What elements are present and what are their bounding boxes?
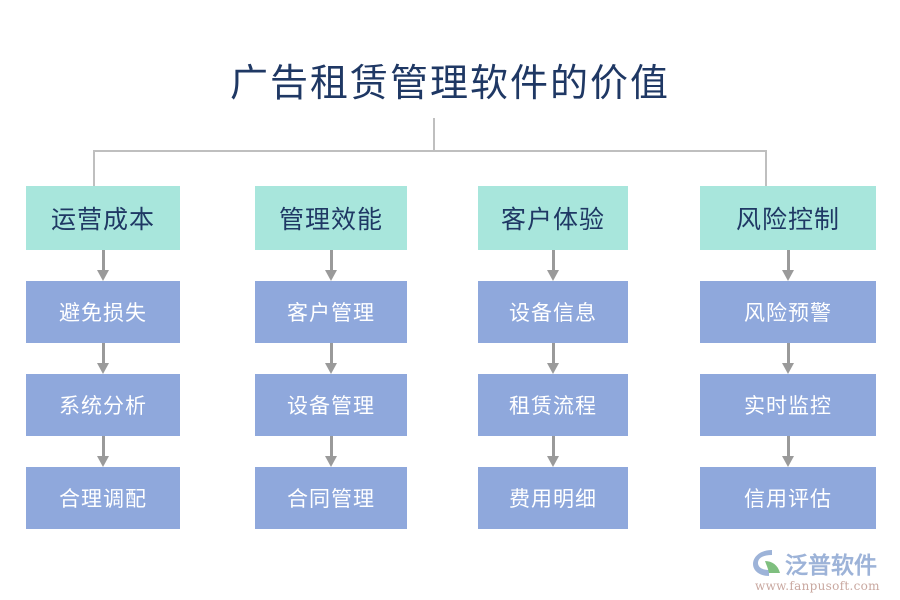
column-2-node-3[interactable]: 合同管理 <box>255 467 407 529</box>
arrow-head-icon <box>325 363 337 374</box>
arrow-column-4-1 <box>700 250 876 281</box>
column-3-node-2[interactable]: 租赁流程 <box>478 374 628 436</box>
logo-row: 泛普软件 <box>752 548 894 579</box>
column-1-node-2[interactable]: 系统分析 <box>26 374 180 436</box>
arrow-column-2-2 <box>255 343 407 374</box>
column-1-node-3[interactable]: 合理调配 <box>26 467 180 529</box>
arrow-head-icon <box>97 456 109 467</box>
bracket-drop-column-1 <box>93 150 95 186</box>
arrow-shaft <box>101 436 105 458</box>
arrow-shaft <box>551 250 555 272</box>
column-4-node-1[interactable]: 风险预警 <box>700 281 876 343</box>
arrow-column-1-2 <box>26 343 180 374</box>
arrow-column-1-3 <box>26 436 180 467</box>
column-2-node-1[interactable]: 客户管理 <box>255 281 407 343</box>
arrow-shaft <box>329 250 333 272</box>
logo-website-url: www.fanpusoft.com <box>755 579 880 593</box>
column-1-node-1[interactable]: 避免损失 <box>26 281 180 343</box>
logo-company-name: 泛普软件 <box>785 553 877 579</box>
bracket-drop-column-4 <box>765 150 767 186</box>
arrow-head-icon <box>782 270 794 281</box>
arrow-shaft <box>329 436 333 458</box>
arrow-shaft <box>786 343 790 365</box>
arrow-head-icon <box>325 456 337 467</box>
arrow-shaft <box>551 343 555 365</box>
column-1: 运营成本 避免损失 系统分析 合理调配 <box>26 186 180 529</box>
arrow-head-icon <box>97 270 109 281</box>
bracket-horizontal-bar <box>93 150 767 152</box>
column-3: 客户体验 设备信息 租赁流程 费用明细 <box>478 186 628 529</box>
arrow-column-2-1 <box>255 250 407 281</box>
arrow-shaft <box>329 343 333 365</box>
arrow-shaft <box>786 250 790 272</box>
fanpu-swoosh-logo-icon <box>753 550 780 576</box>
column-2-node-2[interactable]: 设备管理 <box>255 374 407 436</box>
bracket-stem <box>433 118 435 151</box>
column-3-node-3[interactable]: 费用明细 <box>478 467 628 529</box>
arrow-shaft <box>786 436 790 458</box>
arrow-column-1-1 <box>26 250 180 281</box>
column-4-node-2[interactable]: 实时监控 <box>700 374 876 436</box>
arrow-shaft <box>101 343 105 365</box>
arrow-head-icon <box>782 456 794 467</box>
column-4-node-3[interactable]: 信用评估 <box>700 467 876 529</box>
watermark-logo: 泛普软件 www.fanpusoft.com <box>752 548 894 594</box>
page-title: 广告租赁管理软件的价值 <box>229 61 670 105</box>
column-2-header[interactable]: 管理效能 <box>255 186 407 250</box>
column-4: 风险控制 风险预警 实时监控 信用评估 <box>700 186 876 529</box>
arrow-column-3-2 <box>478 343 628 374</box>
arrow-column-4-3 <box>700 436 876 467</box>
arrow-head-icon <box>547 270 559 281</box>
arrow-head-icon <box>325 270 337 281</box>
column-3-node-1[interactable]: 设备信息 <box>478 281 628 343</box>
arrow-head-icon <box>782 363 794 374</box>
column-1-header[interactable]: 运营成本 <box>26 186 180 250</box>
column-3-header[interactable]: 客户体验 <box>478 186 628 250</box>
arrow-column-4-2 <box>700 343 876 374</box>
arrow-column-3-3 <box>478 436 628 467</box>
column-2: 管理效能 客户管理 设备管理 合同管理 <box>255 186 407 529</box>
column-4-header[interactable]: 风险控制 <box>700 186 876 250</box>
arrow-head-icon <box>547 363 559 374</box>
arrow-column-3-1 <box>478 250 628 281</box>
arrow-head-icon <box>547 456 559 467</box>
arrow-shaft <box>551 436 555 458</box>
arrow-head-icon <box>97 363 109 374</box>
arrow-shaft <box>101 250 105 272</box>
arrow-column-2-3 <box>255 436 407 467</box>
